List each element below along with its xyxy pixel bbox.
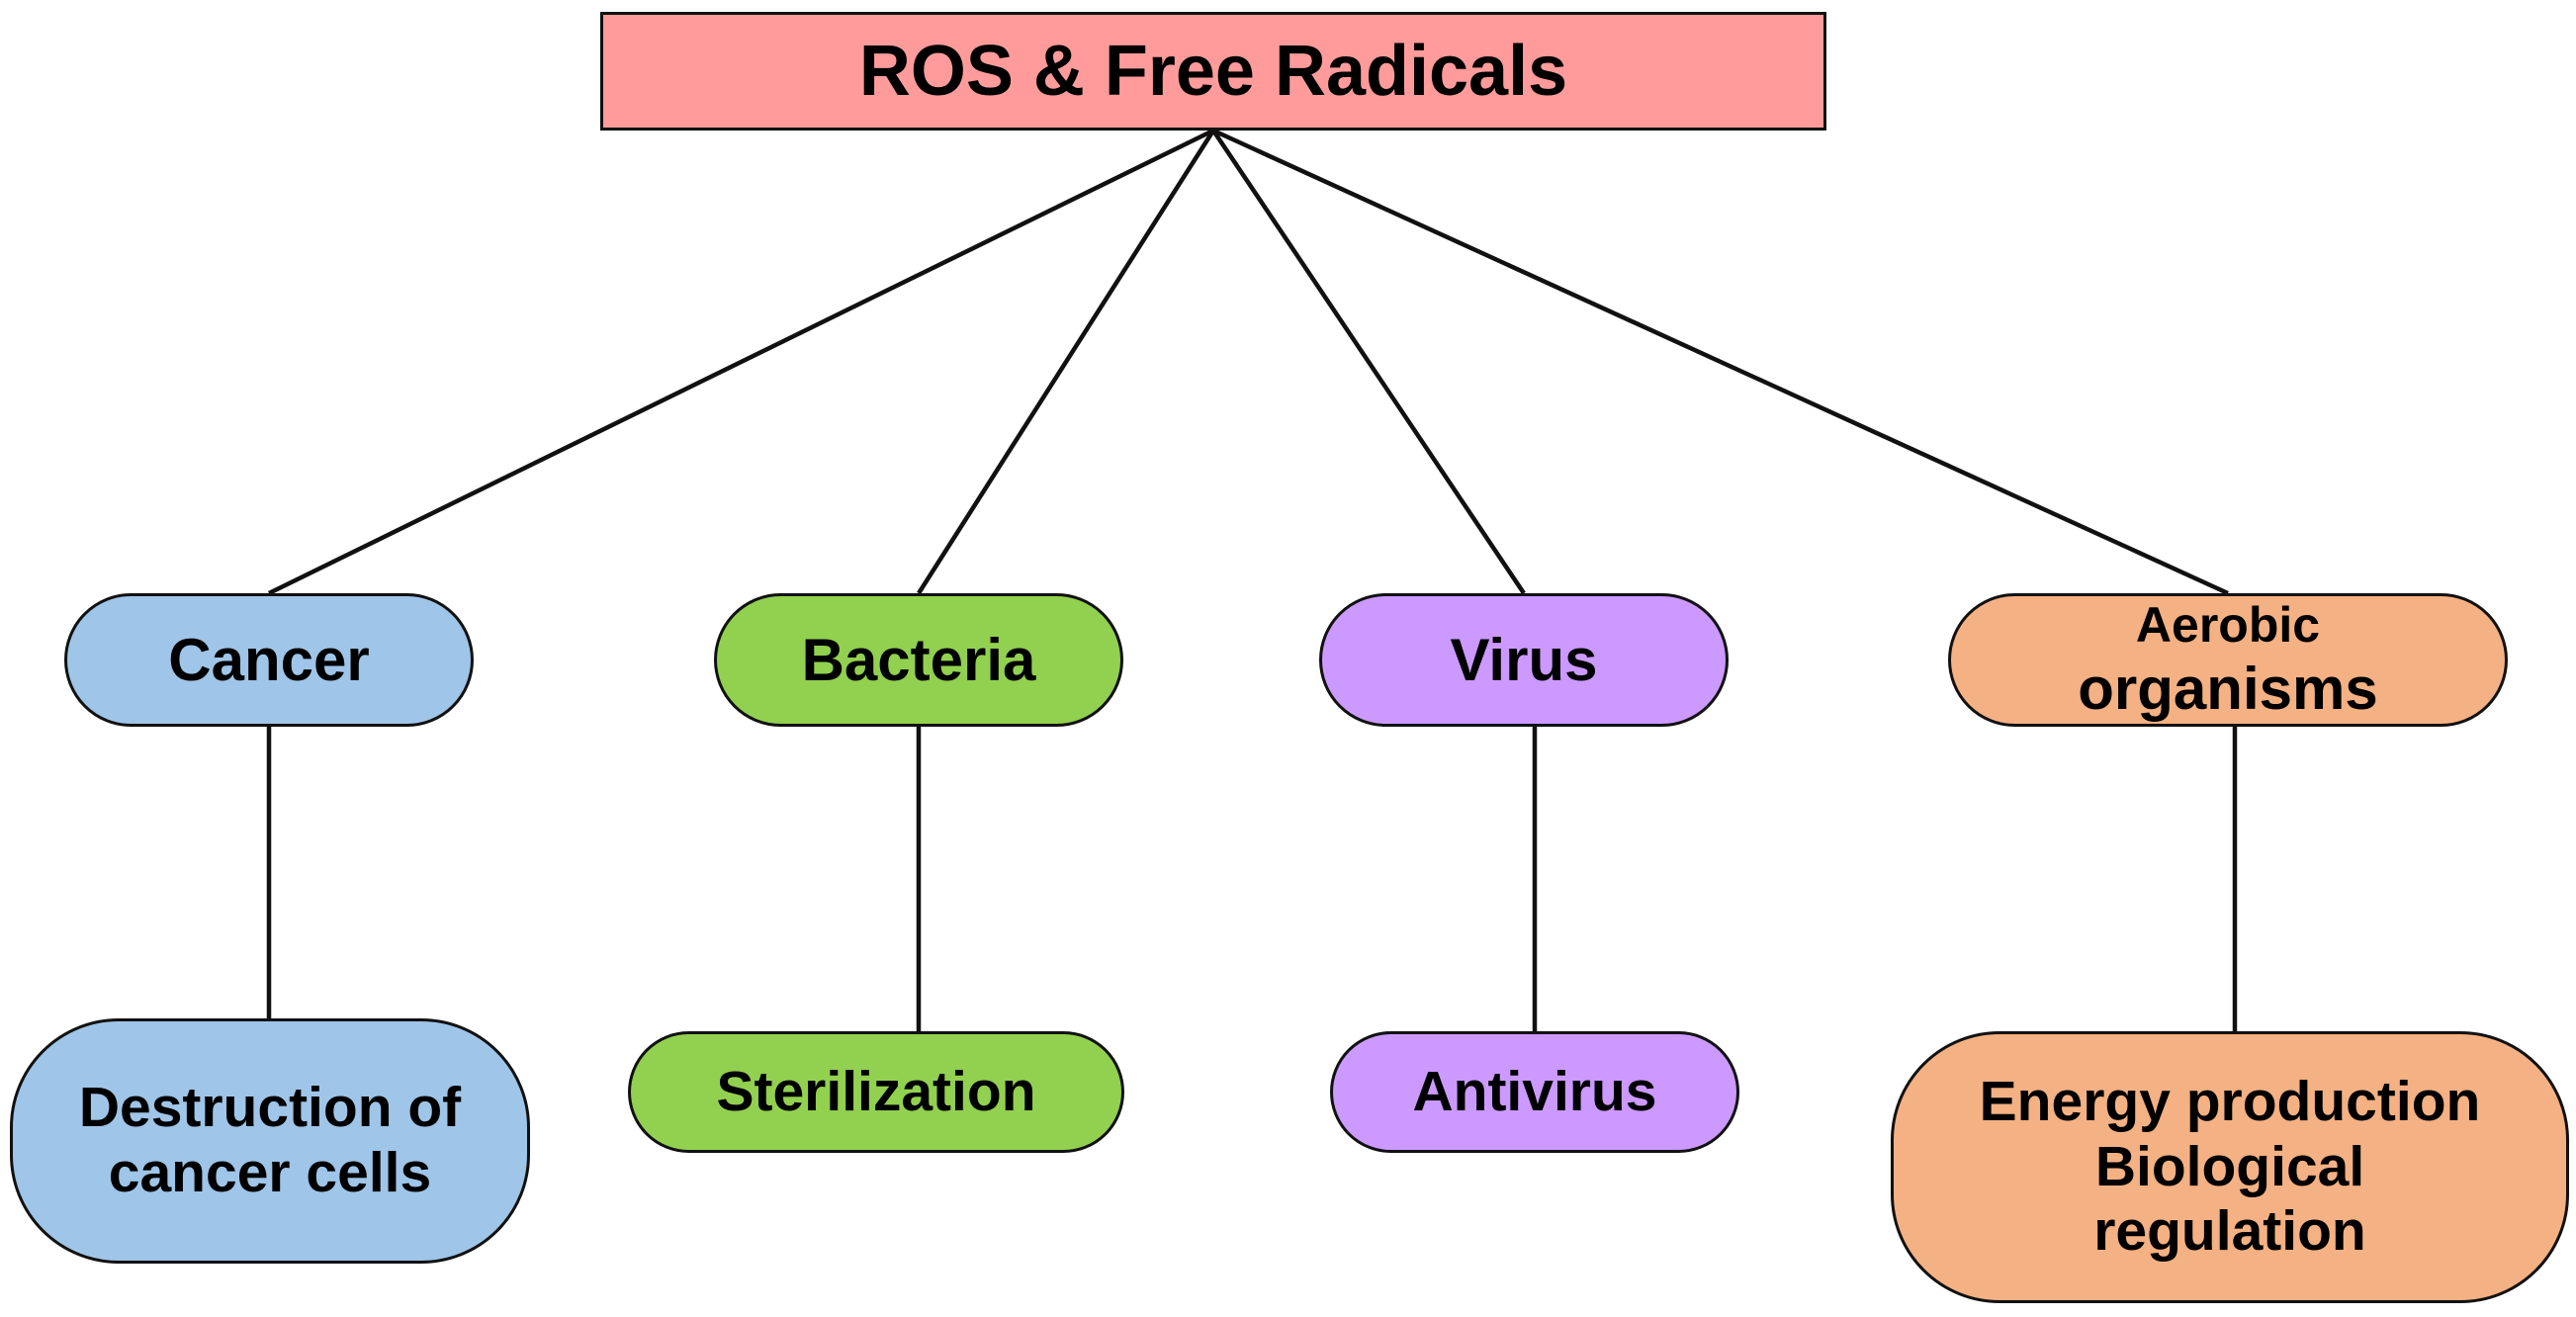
category-node-bacteria: Bacteria [714,593,1123,727]
category-label-line-2: organisms [2078,655,2378,722]
category-node-aerobic-organisms: Aerobic organisms [1948,593,2508,727]
outcome-label-line-3: regulation [2093,1199,2366,1264]
outcome-node-sterilization: Sterilization [628,1031,1124,1153]
outcome-label-line-1: Destruction of [78,1076,462,1140]
category-label: Virus [1450,627,1598,693]
outcome-node-destruction-of-cancer-cells: Destruction of cancer cells [10,1018,530,1264]
category-node-virus: Virus [1319,593,1729,727]
category-label: Bacteria [801,627,1036,693]
outcome-label: Sterilization [716,1059,1036,1123]
outcome-node-energy-production: Energy production Biological regulation [1891,1031,2569,1303]
category-label: Cancer [168,627,370,693]
category-label-line-1: Aerobic [2135,597,2321,654]
outcome-label: Antivirus [1412,1059,1657,1123]
outcome-label-line-1: Energy production [1979,1070,2481,1134]
edge-root-cancer [268,128,1214,596]
root-label: ROS & Free Radicals [858,31,1568,111]
edge-root-aerobic [1212,128,2229,596]
outcome-label-line-2: cancer cells [108,1141,432,1204]
outcome-node-antivirus: Antivirus [1330,1031,1739,1153]
edge-root-virus [1211,129,1526,595]
outcome-label-line-2: Biological [2094,1134,2365,1198]
category-node-cancer: Cancer [64,593,474,727]
root-node: ROS & Free Radicals [600,12,1826,131]
edge-root-bacteria [917,129,1215,595]
